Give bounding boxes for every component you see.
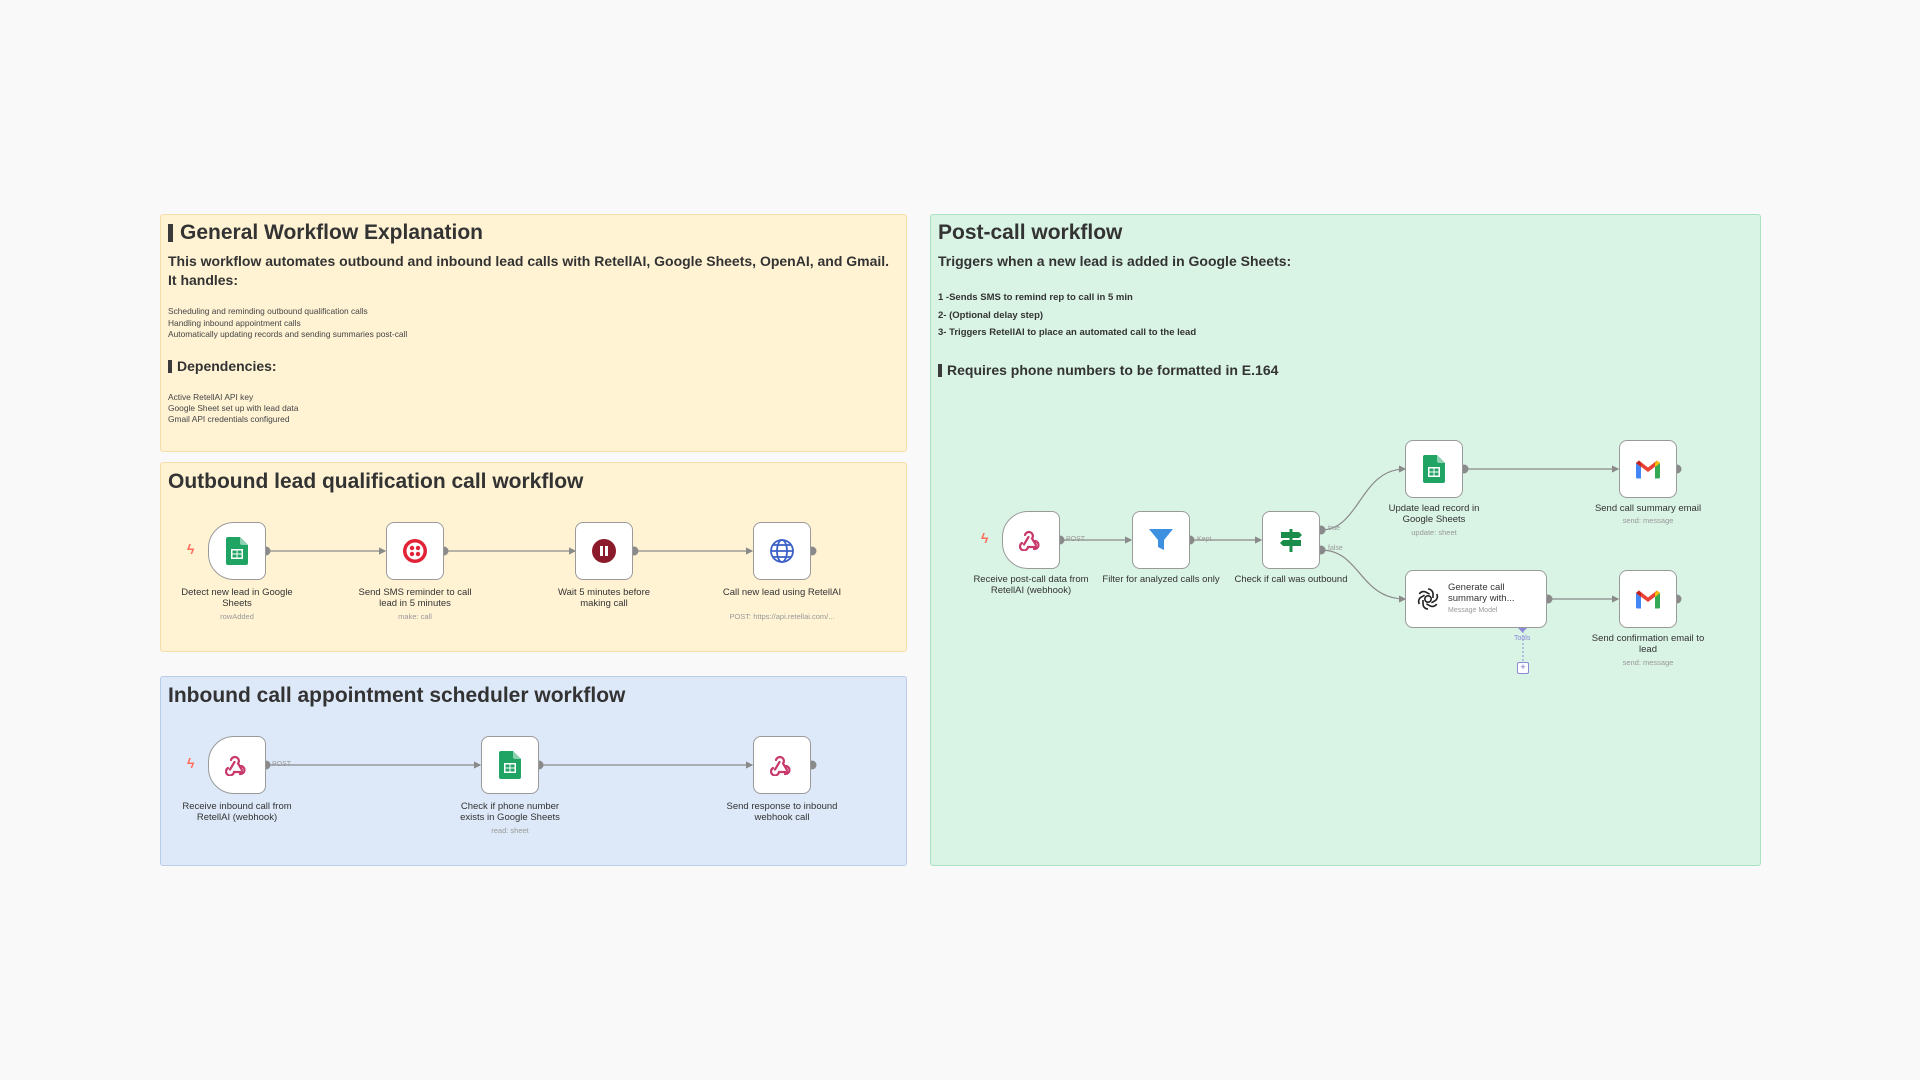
node-subtitle: send: message xyxy=(1622,658,1674,667)
postcall-title: Post-call workflow xyxy=(938,221,1123,244)
edge-label-post: POST xyxy=(1066,536,1086,543)
node-subtitle: POST: https://api.retellai.com/... xyxy=(729,612,835,621)
trigger-bolt-icon: ϟ xyxy=(187,541,195,557)
node-detect-new-lead[interactable] xyxy=(208,522,266,580)
openai-icon xyxy=(1417,588,1439,610)
node-label: Receive inbound call from RetellAI (webh… xyxy=(182,801,292,823)
node-receive-post-call[interactable] xyxy=(1002,511,1060,569)
general-handle-item: Handling inbound appointment calls xyxy=(168,318,301,328)
node-check-outbound[interactable] xyxy=(1262,511,1320,569)
node-label: Call new lead using RetellAI xyxy=(722,587,842,598)
postcall-requirement: Requires phone numbers to be formatted i… xyxy=(938,361,1278,380)
node-wait-5-minutes[interactable] xyxy=(575,522,633,580)
globe-icon xyxy=(770,539,794,563)
webhook-icon xyxy=(1019,530,1040,551)
node-subtitle: update: sheet xyxy=(1411,528,1457,537)
node-label: Update lead record in Google Sheets xyxy=(1388,503,1480,525)
if-signpost-icon xyxy=(1280,529,1302,552)
node-filter-analyzed[interactable] xyxy=(1132,511,1190,569)
node-send-confirmation-email[interactable] xyxy=(1619,570,1677,628)
google-sheets-icon xyxy=(226,537,248,565)
add-tool-button[interactable]: + xyxy=(1517,662,1529,674)
general-title-marker xyxy=(168,224,173,242)
wire-pc-if-true-update xyxy=(1320,465,1407,531)
node-label: Send response to inbound webhook call xyxy=(726,801,838,823)
dependencies-title: Dependencies: xyxy=(168,357,277,376)
google-sheets-icon xyxy=(499,751,521,779)
node-label: Filter for analyzed calls only xyxy=(1102,574,1220,585)
general-handle-item: Automatically updating records and sendi… xyxy=(168,329,408,339)
general-explanation-note[interactable] xyxy=(160,214,907,452)
postcall-requirement-text: Requires phone numbers to be formatted i… xyxy=(947,362,1279,378)
node-label: Check if call was outbound xyxy=(1234,574,1348,585)
edge-label-kept: Kept xyxy=(1197,536,1212,543)
google-sheets-icon xyxy=(1423,455,1445,483)
node-subtitle: send: message xyxy=(1622,516,1674,525)
node-label: Wait 5 minutes before making call xyxy=(557,587,651,609)
node-receive-inbound-call[interactable] xyxy=(208,736,266,794)
general-intro: This workflow automates outbound and inb… xyxy=(168,253,890,288)
trigger-bolt-icon: ϟ xyxy=(981,530,989,546)
twilio-icon xyxy=(403,539,427,563)
edge-label-false: false xyxy=(1328,545,1343,552)
general-handle-item: Scheduling and reminding outbound qualif… xyxy=(168,306,368,316)
inbound-title: Inbound call appointment scheduler workf… xyxy=(168,684,626,707)
node-label: Check if phone number exists in Google S… xyxy=(460,801,560,823)
webhook-icon xyxy=(225,755,246,776)
webhook-icon xyxy=(770,755,791,776)
dependency-item: Gmail API credentials configured xyxy=(168,414,290,424)
postcall-step: 3- Triggers RetellAI to place an automat… xyxy=(938,327,1197,338)
trigger-bolt-icon: ϟ xyxy=(187,755,195,771)
postcall-step: 1 -Sends SMS to remind rep to call in 5 … xyxy=(938,292,1133,303)
edge-label-post: POST xyxy=(272,761,292,768)
generate-node-text: Generate call summary with... Message Mo… xyxy=(1448,582,1528,616)
dependencies-marker xyxy=(168,360,172,373)
node-subtitle: make: call xyxy=(398,612,432,621)
node-update-lead-record[interactable] xyxy=(1405,440,1463,498)
generate-node-title: Generate call summary with... xyxy=(1448,582,1515,604)
node-label: Send call summary email xyxy=(1594,503,1702,514)
general-title: General Workflow Explanation xyxy=(168,221,483,245)
node-label: Send confirmation email to lead xyxy=(1591,633,1705,655)
requirement-marker xyxy=(938,364,942,377)
outbound-title: Outbound lead qualification call workflo… xyxy=(168,470,584,493)
dependencies-title-text: Dependencies: xyxy=(177,358,277,374)
postcall-step: 2- (Optional delay step) xyxy=(938,310,1044,321)
node-send-webhook-response[interactable] xyxy=(753,736,811,794)
pause-icon xyxy=(592,539,616,563)
wire-pc-if-false-generate xyxy=(1320,549,1407,603)
node-label: Send SMS reminder to call lead in 5 minu… xyxy=(358,587,472,609)
node-label: Receive post-call data from RetellAI (we… xyxy=(973,574,1089,596)
node-check-phone-number[interactable] xyxy=(481,736,539,794)
gmail-icon xyxy=(1636,460,1660,479)
node-subtitle: read: sheet xyxy=(491,826,529,835)
node-send-sms-reminder[interactable] xyxy=(386,522,444,580)
gmail-icon xyxy=(1636,590,1660,609)
dependency-item: Active RetellAI API key xyxy=(168,392,254,402)
node-label: Detect new lead in Google Sheets xyxy=(181,587,293,609)
node-generate-call-summary[interactable]: Generate call summary with... Message Mo… xyxy=(1405,570,1547,628)
postcall-intro: Triggers when a new lead is added in Goo… xyxy=(938,253,1292,269)
node-subtitle: rowAdded xyxy=(220,612,254,621)
dependency-item: Google Sheet set up with lead data xyxy=(168,403,299,413)
node-send-call-summary-email[interactable] xyxy=(1619,440,1677,498)
generate-node-subtitle: Message Model xyxy=(1448,607,1498,614)
filter-icon xyxy=(1149,529,1173,550)
node-call-new-lead[interactable] xyxy=(753,522,811,580)
general-title-text: General Workflow Explanation xyxy=(180,221,484,244)
edge-label-true: true xyxy=(1328,525,1341,532)
edge-label-tools: Tools xyxy=(1514,635,1531,642)
